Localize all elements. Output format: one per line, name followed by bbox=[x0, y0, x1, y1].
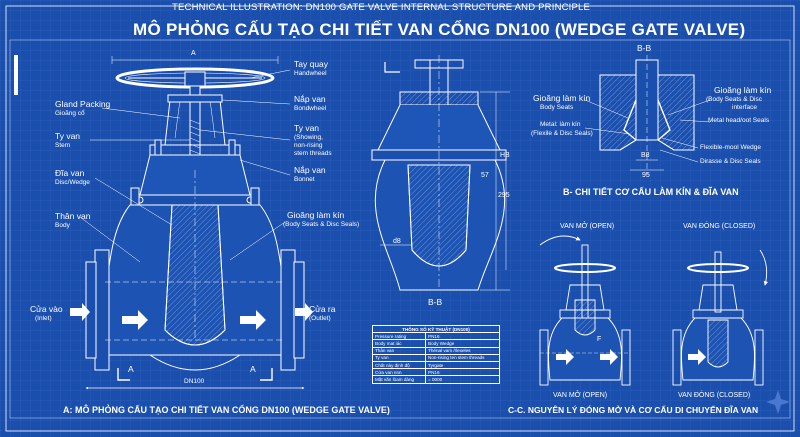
label-gland-en: Gioăng cổ bbox=[55, 110, 85, 117]
label-seal-right-en: (Body Seats & Disc Seals) bbox=[283, 221, 360, 228]
spec-value: Tyrgate bbox=[425, 360, 500, 370]
spec-key: Thân van bbox=[371, 346, 427, 355]
closed-valve-title: VAN ĐÓNG (CLOSED) bbox=[683, 223, 756, 230]
spec-table-title: THÔNG SỐ KỸ THUẬT (DN100) bbox=[372, 324, 500, 334]
label-b-seal-right-en2: interface bbox=[732, 104, 757, 111]
label-disc: Đĩa van bbox=[55, 168, 85, 178]
seal-detail-title: B-B bbox=[637, 43, 652, 53]
label-outlet: Cửa ra bbox=[309, 304, 336, 314]
label-body: Thân van bbox=[55, 211, 91, 221]
label-b-metal-left-en: (Flexile & Disc Seals) bbox=[531, 130, 593, 137]
label-handwheel-en: Handwheel bbox=[294, 70, 327, 77]
dim-95: 95 bbox=[642, 172, 650, 179]
label-b-dirasse: Dirasse & Disc Seals bbox=[700, 158, 761, 165]
spec-key: Ty van bbox=[371, 353, 427, 362]
label-disc-en: Disc/Wedge bbox=[55, 179, 90, 186]
dim-b8: B8 bbox=[641, 152, 650, 159]
dim-top-label: A bbox=[191, 50, 196, 57]
label-b-metal-left: Metal: làm kín bbox=[540, 121, 581, 128]
label-gland: Gland Packing bbox=[55, 99, 111, 109]
dim-295: 295 bbox=[498, 192, 510, 199]
seal-detail-leaders bbox=[584, 99, 711, 163]
sparkle-icon bbox=[766, 390, 790, 414]
label-seal-right: Gioăng làm kín bbox=[287, 210, 345, 220]
main-valve-leaders bbox=[79, 69, 291, 263]
inner-frame bbox=[9, 39, 791, 419]
label-body-en: Body bbox=[55, 222, 70, 229]
panel-c-caption: C-C. NGUYÊN LÝ ĐÓNG MỞ VÀ CƠ CẤU DI CHUY… bbox=[508, 405, 759, 415]
panel-a-caption: A: MÔ PHỎNG CẤU TẠO CHI TIẾT VAN CỔNG DN… bbox=[63, 405, 390, 415]
label-b-metal-right: Metal head/oot Seals bbox=[708, 117, 770, 124]
header-supertitle: TECHNICAL ILLUSTRATION: DN100 GATE VALVE… bbox=[172, 2, 591, 13]
open-valve-bottom-label: VAN MỞ (OPEN) bbox=[553, 392, 608, 399]
spec-key: Cửa van nnn bbox=[371, 368, 427, 377]
section-bb-caption: B-B bbox=[428, 297, 443, 307]
table-row: Mặt văn lòam dàng= 0000 bbox=[371, 375, 500, 384]
spec-value: Non-rising ten stem threads bbox=[425, 353, 500, 362]
dim-d8: d8 bbox=[393, 238, 401, 245]
open-valve-title: VAN MỞ (OPEN) bbox=[560, 223, 615, 230]
main-valve-drawing bbox=[70, 56, 313, 390]
dim-bottom-label: DN100 bbox=[184, 378, 205, 385]
edge-marker bbox=[14, 55, 18, 95]
section-mark-left: A bbox=[128, 364, 134, 374]
spec-value: Thénal vam /rlexeles bbox=[425, 346, 500, 355]
spec-key: Chất này định độ bbox=[371, 360, 427, 370]
label-bonnet: Nắp van bbox=[294, 165, 326, 175]
spec-key: Mặt văn lòam dàng bbox=[371, 375, 427, 384]
spec-key: Body mat iác bbox=[371, 339, 427, 348]
spec-value: PN16 bbox=[425, 368, 500, 377]
label-inlet: Cửa vào bbox=[30, 304, 63, 314]
label-stem-right-en: (Showing, bbox=[294, 134, 323, 141]
label-b-seal-left: Gioăng làm kín bbox=[533, 93, 591, 103]
spec-key: Pressure rating bbox=[371, 332, 427, 341]
label-stem-right-en2: non-rising bbox=[294, 142, 323, 149]
flow-mark: F bbox=[597, 336, 602, 343]
seal-detail-caption: B- CHI TIẾT CƠ CẤU LÀM KÍN & ĐĨA VAN bbox=[563, 187, 739, 197]
label-bonnet-en: Bonnet bbox=[294, 176, 315, 183]
label-b-seal-right-en: (Body Seats & Disc bbox=[706, 96, 762, 103]
label-stem-left-en: Stem bbox=[55, 142, 71, 149]
label-stem-right-en3: stem threads bbox=[294, 150, 332, 157]
dim-hb: HB bbox=[500, 152, 510, 159]
label-stem-left: Ty van bbox=[55, 131, 81, 141]
outer-frame bbox=[5, 5, 795, 432]
closed-valve-bottom-label: VAN ĐÓNG (CLOSED) bbox=[678, 392, 751, 399]
label-b-flex: Flexible-mool Wedge bbox=[700, 144, 761, 151]
spec-table: THÔNG SỐ KỸ THUẬT (DN100) Pressure ratin… bbox=[371, 324, 500, 384]
label-outlet-en: (Outlet) bbox=[309, 315, 331, 322]
spec-value: Body Wedge bbox=[425, 339, 500, 348]
closed-valve-drawing bbox=[672, 249, 769, 386]
spec-value: = 0000 bbox=[425, 375, 500, 384]
label-handwheel: Tay quay bbox=[294, 59, 329, 69]
label-bonnet-nut-en: Bondwheel bbox=[294, 105, 327, 112]
spec-value: PN16 bbox=[425, 332, 500, 341]
label-b-seal-left-en: Body Seats bbox=[540, 104, 574, 111]
section-bb-drawing bbox=[371, 55, 510, 291]
open-valve-drawing bbox=[539, 235, 631, 386]
page-title: MÔ PHỎNG CẤU TẠO CHI TIẾT VAN CỔNG DN100… bbox=[133, 20, 746, 39]
label-bonnet-nut: Nắp van bbox=[294, 94, 326, 104]
label-inlet-en: (Inlet) bbox=[35, 315, 52, 322]
section-mark-right: A bbox=[250, 364, 256, 374]
dim-57: 57 bbox=[481, 172, 489, 179]
label-stem-right: Ty van bbox=[294, 123, 320, 133]
label-b-seal-right: Gioăng làm kín bbox=[714, 85, 772, 95]
